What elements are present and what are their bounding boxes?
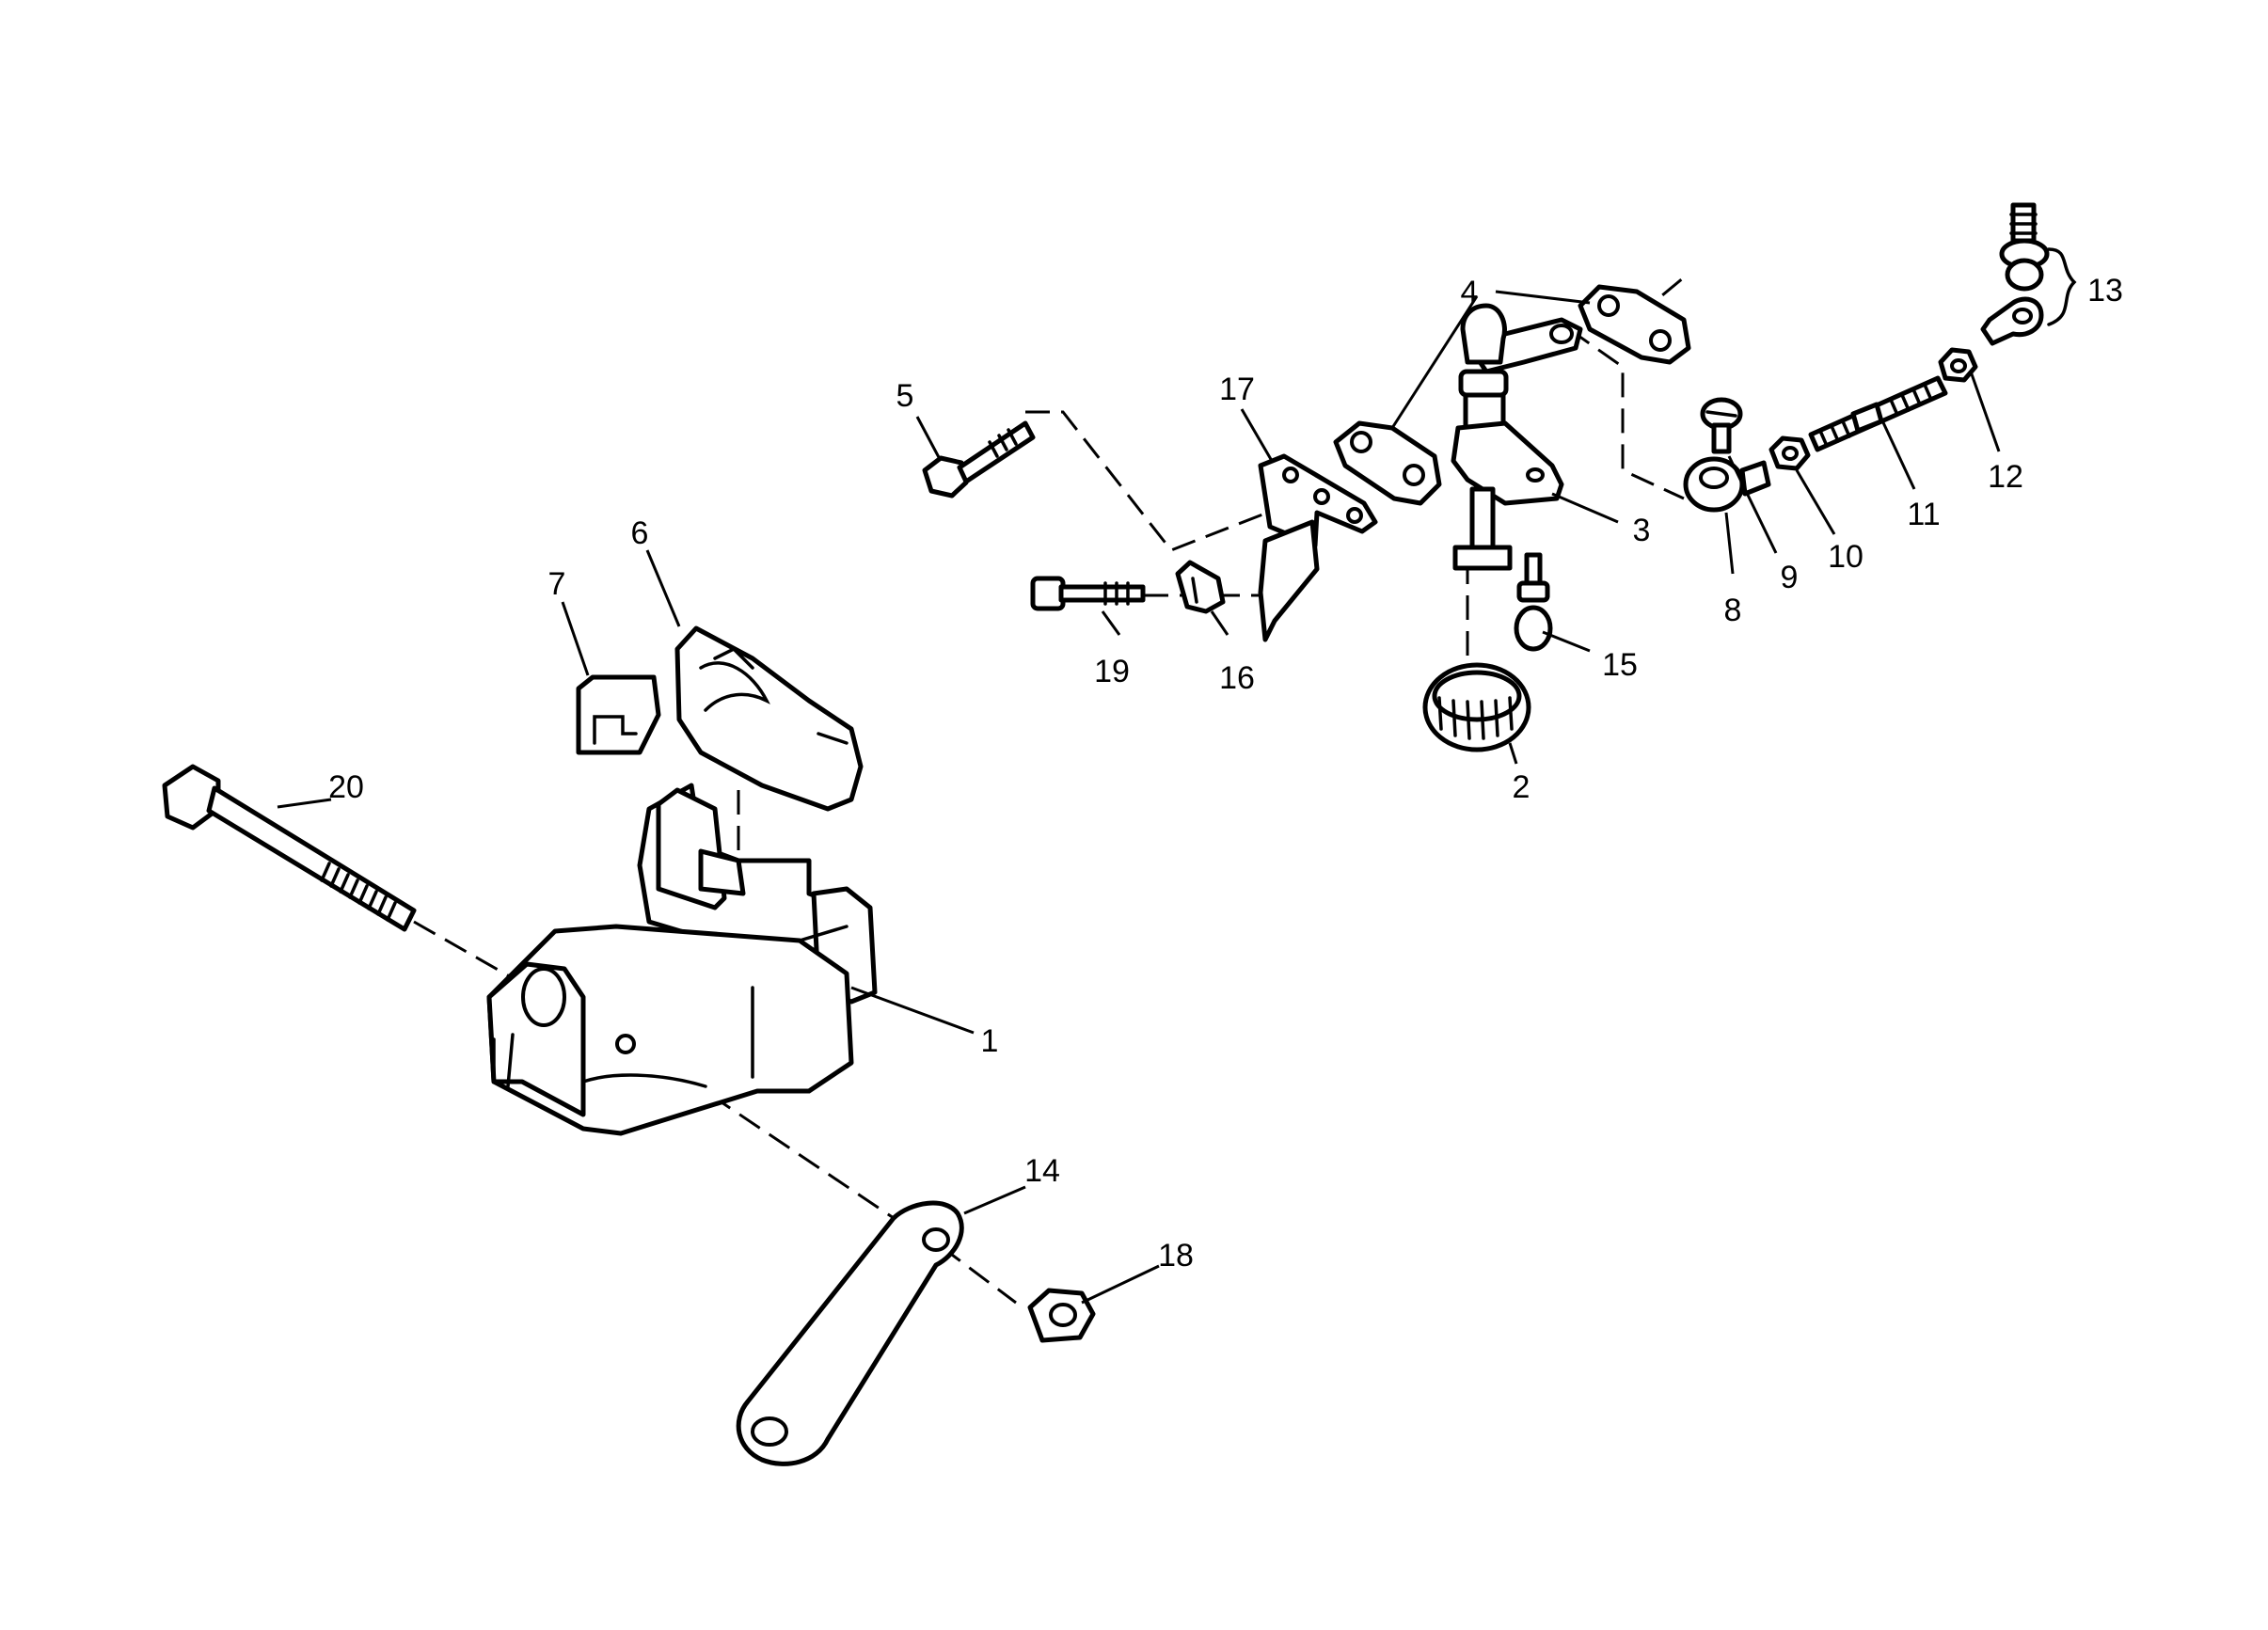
part-19-bolt [1030, 576, 1146, 611]
callout-1: 1 [981, 1023, 999, 1059]
callouts: 20 7 6 1 14 18 5 17 4 3 15 2 19 16 8 9 1… [328, 273, 2123, 1274]
part-2-gear [1422, 662, 1531, 752]
part-13-ball-joint [1980, 202, 2077, 346]
callout-9: 9 [1781, 560, 1799, 595]
callout-12: 12 [1988, 459, 2023, 495]
callout-7: 7 [548, 566, 566, 602]
callout-11: 11 [1907, 497, 1940, 532]
callout-20: 20 [328, 769, 364, 805]
callout-4: 4 [1461, 275, 1479, 310]
callout-8: 8 [1724, 593, 1742, 628]
part-3-shift-lever [1451, 303, 1583, 571]
part-4-lower-block [1333, 420, 1442, 506]
part-14-link-arm [736, 1200, 964, 1466]
part-18-hex-nut [1027, 1288, 1096, 1343]
callout-10: 10 [1828, 539, 1864, 575]
callout-5: 5 [896, 378, 914, 414]
part-11-rod [1808, 375, 1948, 452]
part-17-plate [1258, 453, 1378, 642]
part-10-nut [1768, 435, 1811, 471]
callout-16: 16 [1219, 660, 1255, 696]
part-8-swivel [1683, 456, 1771, 513]
callout-3: 3 [1633, 513, 1651, 548]
part-9-screw [1700, 397, 1743, 454]
part-1-clamp-bracket [486, 783, 878, 1136]
part-7-clip [576, 674, 661, 755]
callout-2: 2 [1513, 769, 1531, 805]
callout-17: 17 [1219, 372, 1255, 407]
part-12-nut [1938, 347, 1978, 383]
callout-18: 18 [1158, 1238, 1194, 1274]
part-4-upper-block [1578, 284, 1691, 365]
callout-14: 14 [1024, 1153, 1060, 1189]
part-20-bolt [162, 764, 417, 932]
callout-15: 15 [1602, 647, 1638, 683]
callout-13: 13 [2087, 273, 2123, 309]
part-5-bolt [922, 420, 1036, 498]
callout-6: 6 [631, 515, 649, 551]
leader-lines [277, 290, 2001, 1305]
part-15-screw [1514, 552, 1553, 652]
part-6-swivel-bracket [674, 625, 864, 812]
part-16-clip [1175, 560, 1226, 614]
callout-19: 19 [1094, 654, 1130, 689]
